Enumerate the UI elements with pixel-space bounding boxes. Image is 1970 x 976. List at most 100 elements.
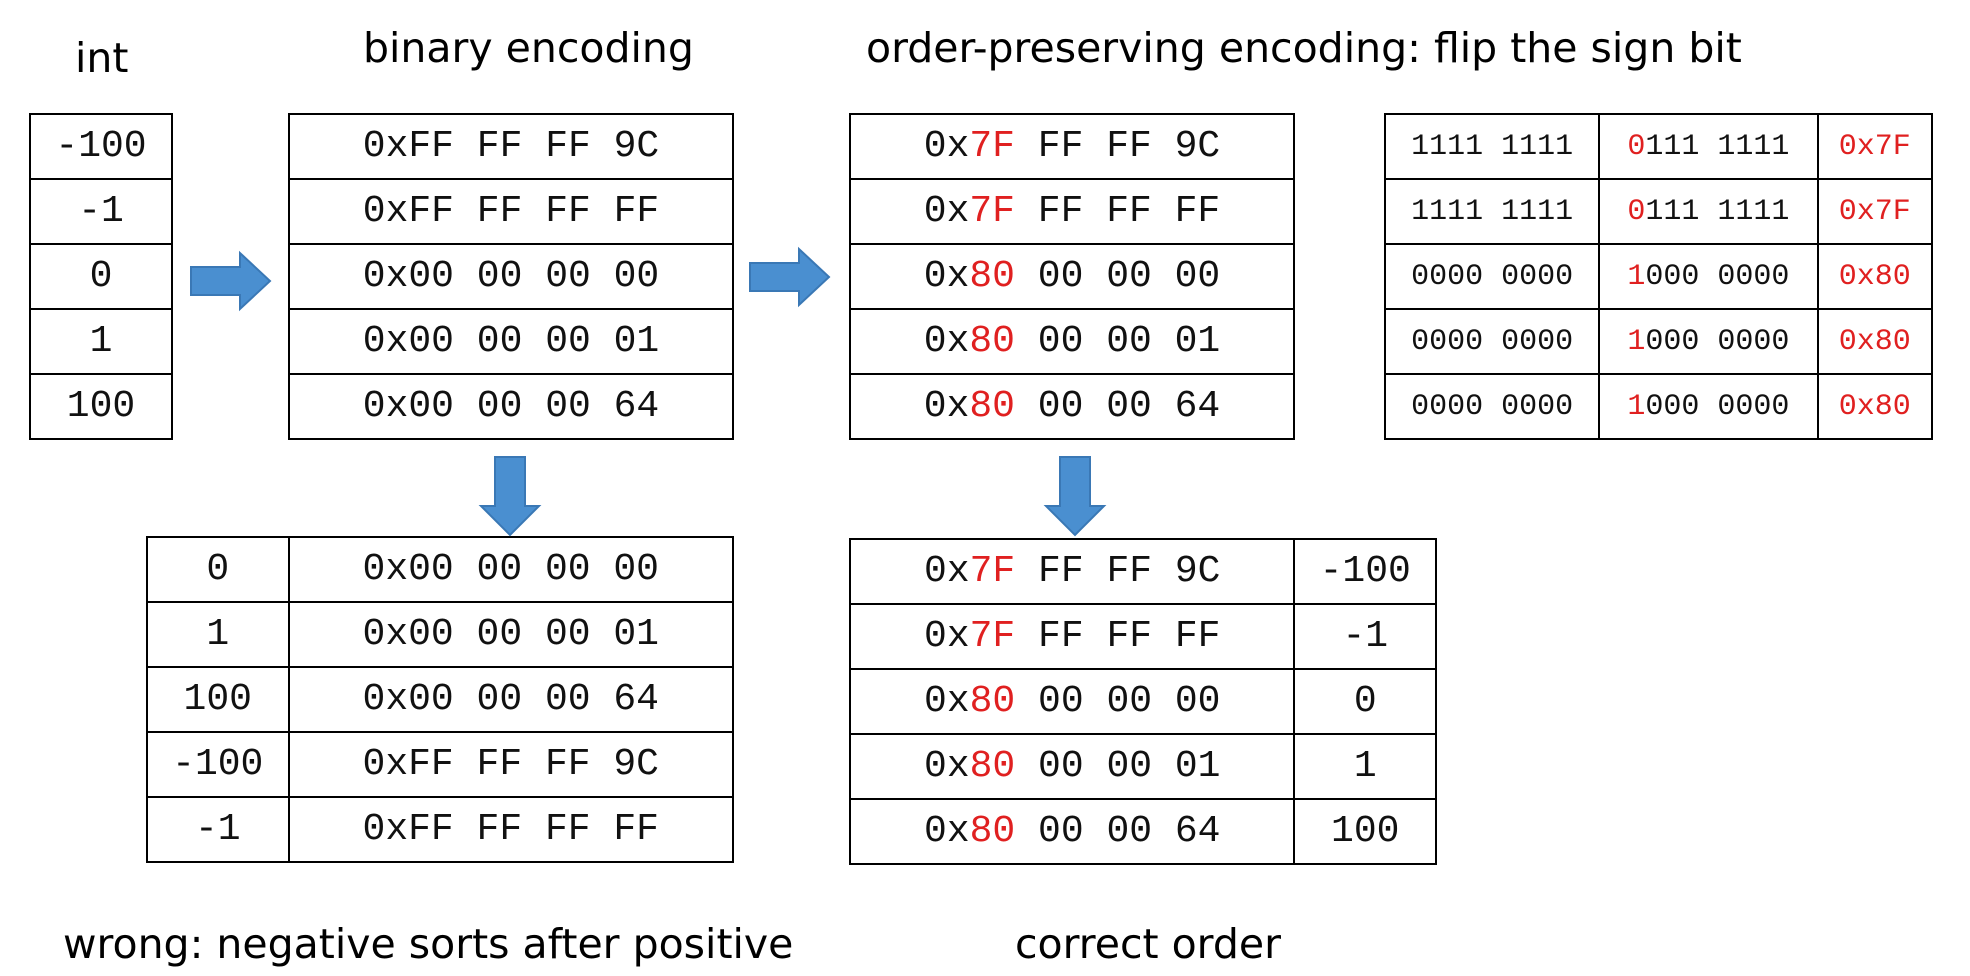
sign-bit-table: 1111 1111 0111 1111 0x7F 1111 1111 0111 … xyxy=(1383,113,1934,440)
hex-rest: 00 00 00 xyxy=(1014,254,1221,298)
table-row: 0x7F FF FF FF xyxy=(849,178,1295,245)
flipped-msb: 7F xyxy=(969,124,1015,168)
int-cell: 0 xyxy=(29,243,173,310)
flipped-msb: 80 xyxy=(969,384,1015,428)
flipped-cell: 0x80 00 00 00 xyxy=(849,243,1295,310)
table-row: -100 xyxy=(29,113,173,180)
hex-prefix: 0x xyxy=(924,809,970,853)
hex-rest: FF FF FF xyxy=(1015,614,1221,658)
table-row: 0x7F FF FF 9C xyxy=(849,113,1295,180)
int-cell: 1 xyxy=(29,308,173,375)
remaining-bits: 111 1111 xyxy=(1645,129,1790,164)
hex-prefix: 0x xyxy=(924,549,970,593)
hex-prefix: 0x xyxy=(923,189,970,233)
value-cell: 0 xyxy=(146,536,290,603)
int-table: -100 -1 0 1 100 xyxy=(29,113,173,440)
value-cell: 1 xyxy=(146,601,290,668)
table-row: 0x00 00 00 01 xyxy=(288,308,734,375)
original-bits-cell: 0000 0000 xyxy=(1383,243,1601,310)
table-row: 0x7F FF FF 9C-100 xyxy=(848,538,1437,605)
hex-prefix: 0x xyxy=(924,679,970,723)
arrow-down-icon xyxy=(1043,456,1107,537)
hex-rest: FF FF FF xyxy=(1014,189,1221,233)
remaining-bits: 111 1111 xyxy=(1645,194,1790,229)
table-row: 0x7F FF FF FF-1 xyxy=(848,603,1437,670)
flipped-msb: 80 xyxy=(969,744,1016,788)
value-cell: -100 xyxy=(146,731,290,798)
flipped-bits-cell: 1000 0000 xyxy=(1598,308,1819,375)
encoding-cell: 0x80 00 00 64 xyxy=(848,798,1296,865)
hex-byte-cell: 0x80 xyxy=(1816,308,1934,375)
flipped-bits-cell: 0111 1111 xyxy=(1598,113,1819,180)
value-cell: 100 xyxy=(146,666,290,733)
flipped-cell: 0x7F FF FF 9C xyxy=(849,113,1295,180)
flipped-msb: 80 xyxy=(969,254,1015,298)
table-row: 0000 0000 1000 0000 0x80 xyxy=(1383,308,1934,375)
table-row: -1 xyxy=(29,178,173,245)
table-row: 0xFF FF FF 9C xyxy=(288,113,734,180)
table-row: 0000 0000 1000 0000 0x80 xyxy=(1383,243,1934,310)
value-cell: -1 xyxy=(146,796,290,863)
hex-rest: 00 00 01 xyxy=(1015,744,1221,788)
order-preserving-label: order-preserving encoding: flip the sign… xyxy=(866,24,1742,72)
flipped-cell: 0x7F FF FF FF xyxy=(849,178,1295,245)
arrow-right-icon xyxy=(749,246,831,308)
flipped-cell: 0x80 00 00 01 xyxy=(849,308,1295,375)
sign-bit: 0 xyxy=(1627,129,1646,164)
flipped-msb: 7F xyxy=(969,189,1015,233)
hex-prefix: 0x xyxy=(924,744,970,788)
table-row: 0x80 00 00 01 xyxy=(849,308,1295,375)
hex-rest: FF FF 9C xyxy=(1015,549,1221,593)
encoding-cell: 0x00 00 00 01 xyxy=(287,601,734,668)
flipped-msb: 80 xyxy=(969,679,1016,723)
hex-rest: FF FF 9C xyxy=(1014,124,1221,168)
binary-cell: 0xFF FF FF FF xyxy=(288,178,734,245)
remaining-bits: 000 0000 xyxy=(1645,389,1790,424)
original-bits-cell: 1111 1111 xyxy=(1383,113,1601,180)
table-row: 0000 0000 1000 0000 0x80 xyxy=(1383,373,1934,440)
hex-byte-cell: 0x80 xyxy=(1816,373,1934,440)
int-label: int xyxy=(75,34,129,82)
hex-prefix: 0x xyxy=(923,319,970,363)
encoding-cell: 0x00 00 00 64 xyxy=(287,666,734,733)
flipped-encoding-table: 0x7F FF FF 9C 0x7F FF FF FF 0x80 00 00 0… xyxy=(849,113,1295,440)
flipped-msb: 80 xyxy=(969,809,1016,853)
binary-cell: 0x00 00 00 00 xyxy=(288,243,734,310)
table-row: 0x80 00 00 64 xyxy=(849,373,1295,440)
table-row: 1 xyxy=(29,308,173,375)
sign-bit: 1 xyxy=(1627,389,1646,424)
table-row: 1111 1111 0111 1111 0x7F xyxy=(1383,178,1934,245)
hex-rest: 00 00 64 xyxy=(1014,384,1221,428)
arrow-down-icon xyxy=(478,456,542,537)
original-bits-cell: 0000 0000 xyxy=(1383,373,1601,440)
int-cell: -100 xyxy=(29,113,173,180)
hex-byte-cell: 0x80 xyxy=(1816,243,1934,310)
binary-cell: 0xFF FF FF 9C xyxy=(288,113,734,180)
encoding-cell: 0xFF FF FF 9C xyxy=(287,731,734,798)
wrong-order-label: wrong: negative sorts after positive xyxy=(63,920,794,968)
correct-order-label: correct order xyxy=(1015,920,1281,968)
flipped-bits-cell: 1000 0000 xyxy=(1598,243,1819,310)
encoding-cell: 0x7F FF FF FF xyxy=(848,603,1296,670)
flipped-cell: 0x80 00 00 64 xyxy=(849,373,1295,440)
hex-prefix: 0x xyxy=(923,384,970,428)
hex-prefix: 0x xyxy=(924,614,970,658)
value-cell: -1 xyxy=(1293,603,1437,670)
sign-bit: 1 xyxy=(1627,324,1646,359)
table-row: 0x00 00 00 00 xyxy=(288,243,734,310)
flipped-msb: 7F xyxy=(969,549,1016,593)
encoding-cell: 0x80 00 00 01 xyxy=(848,733,1296,800)
hex-rest: 00 00 64 xyxy=(1015,809,1221,853)
int-cell: -1 xyxy=(29,178,173,245)
original-bits-cell: 0000 0000 xyxy=(1383,308,1601,375)
binary-encoding-table: 0xFF FF FF 9C 0xFF FF FF FF 0x00 00 00 0… xyxy=(288,113,734,440)
hex-rest: 00 00 00 xyxy=(1015,679,1221,723)
remaining-bits: 000 0000 xyxy=(1645,259,1790,294)
